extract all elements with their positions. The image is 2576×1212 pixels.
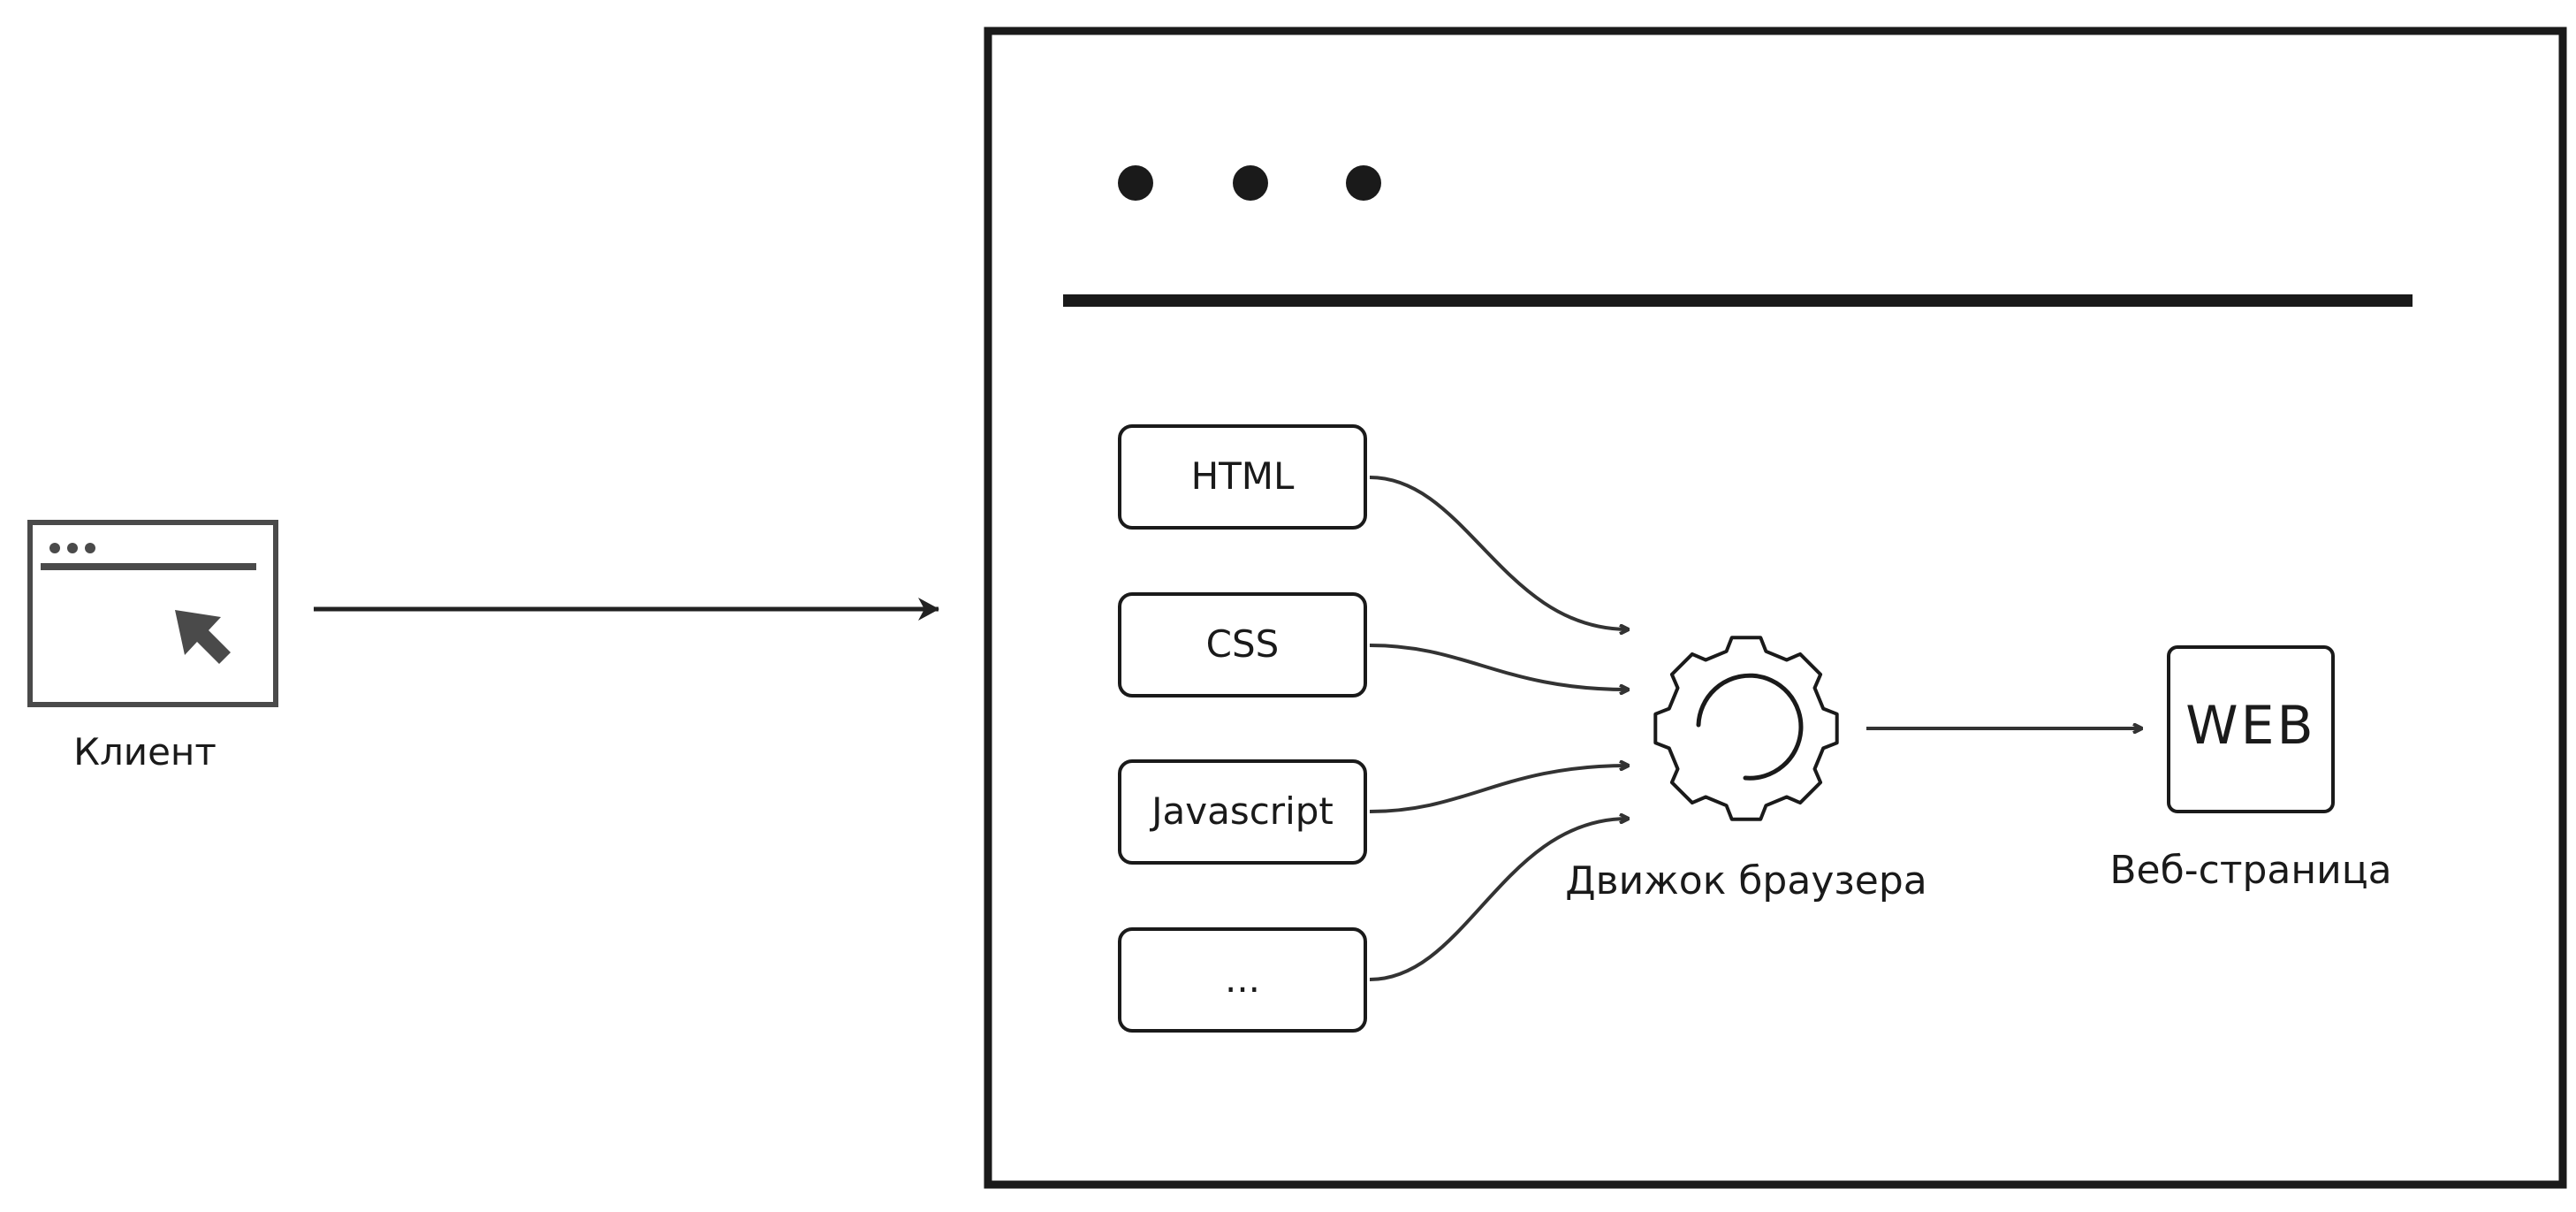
gear-icon — [1653, 636, 1839, 821]
input-html-box: HTML — [1118, 424, 1367, 530]
input-css-box: CSS — [1118, 592, 1367, 697]
html-to-engine-arrow — [1369, 476, 1628, 629]
input-other-box: ... — [1118, 927, 1367, 1033]
input-javascript-box: Javascript — [1118, 759, 1367, 865]
input-html-label: HTML — [1191, 454, 1295, 498]
webpage-icon: WEB — [2167, 645, 2335, 813]
client-window-icon — [27, 520, 278, 707]
css-to-engine-arrow — [1369, 644, 1628, 690]
input-other-label: ... — [1225, 957, 1260, 1001]
engine-label: Движок браузера — [1565, 858, 1926, 903]
javascript-to-engine-arrow — [1369, 766, 1628, 813]
browser-window-frame — [984, 27, 2567, 1189]
other-to-engine-arrow — [1369, 819, 1628, 981]
input-css-label: CSS — [1206, 622, 1280, 666]
window-control-dots — [1118, 165, 1381, 201]
client-label: Клиент — [73, 730, 217, 774]
webpage-label: Веб-страница — [2109, 848, 2391, 893]
cursor-icon — [175, 610, 231, 664]
webpage-badge: WEB — [2185, 695, 2315, 757]
input-javascript-label: Javascript — [1149, 789, 1334, 833]
